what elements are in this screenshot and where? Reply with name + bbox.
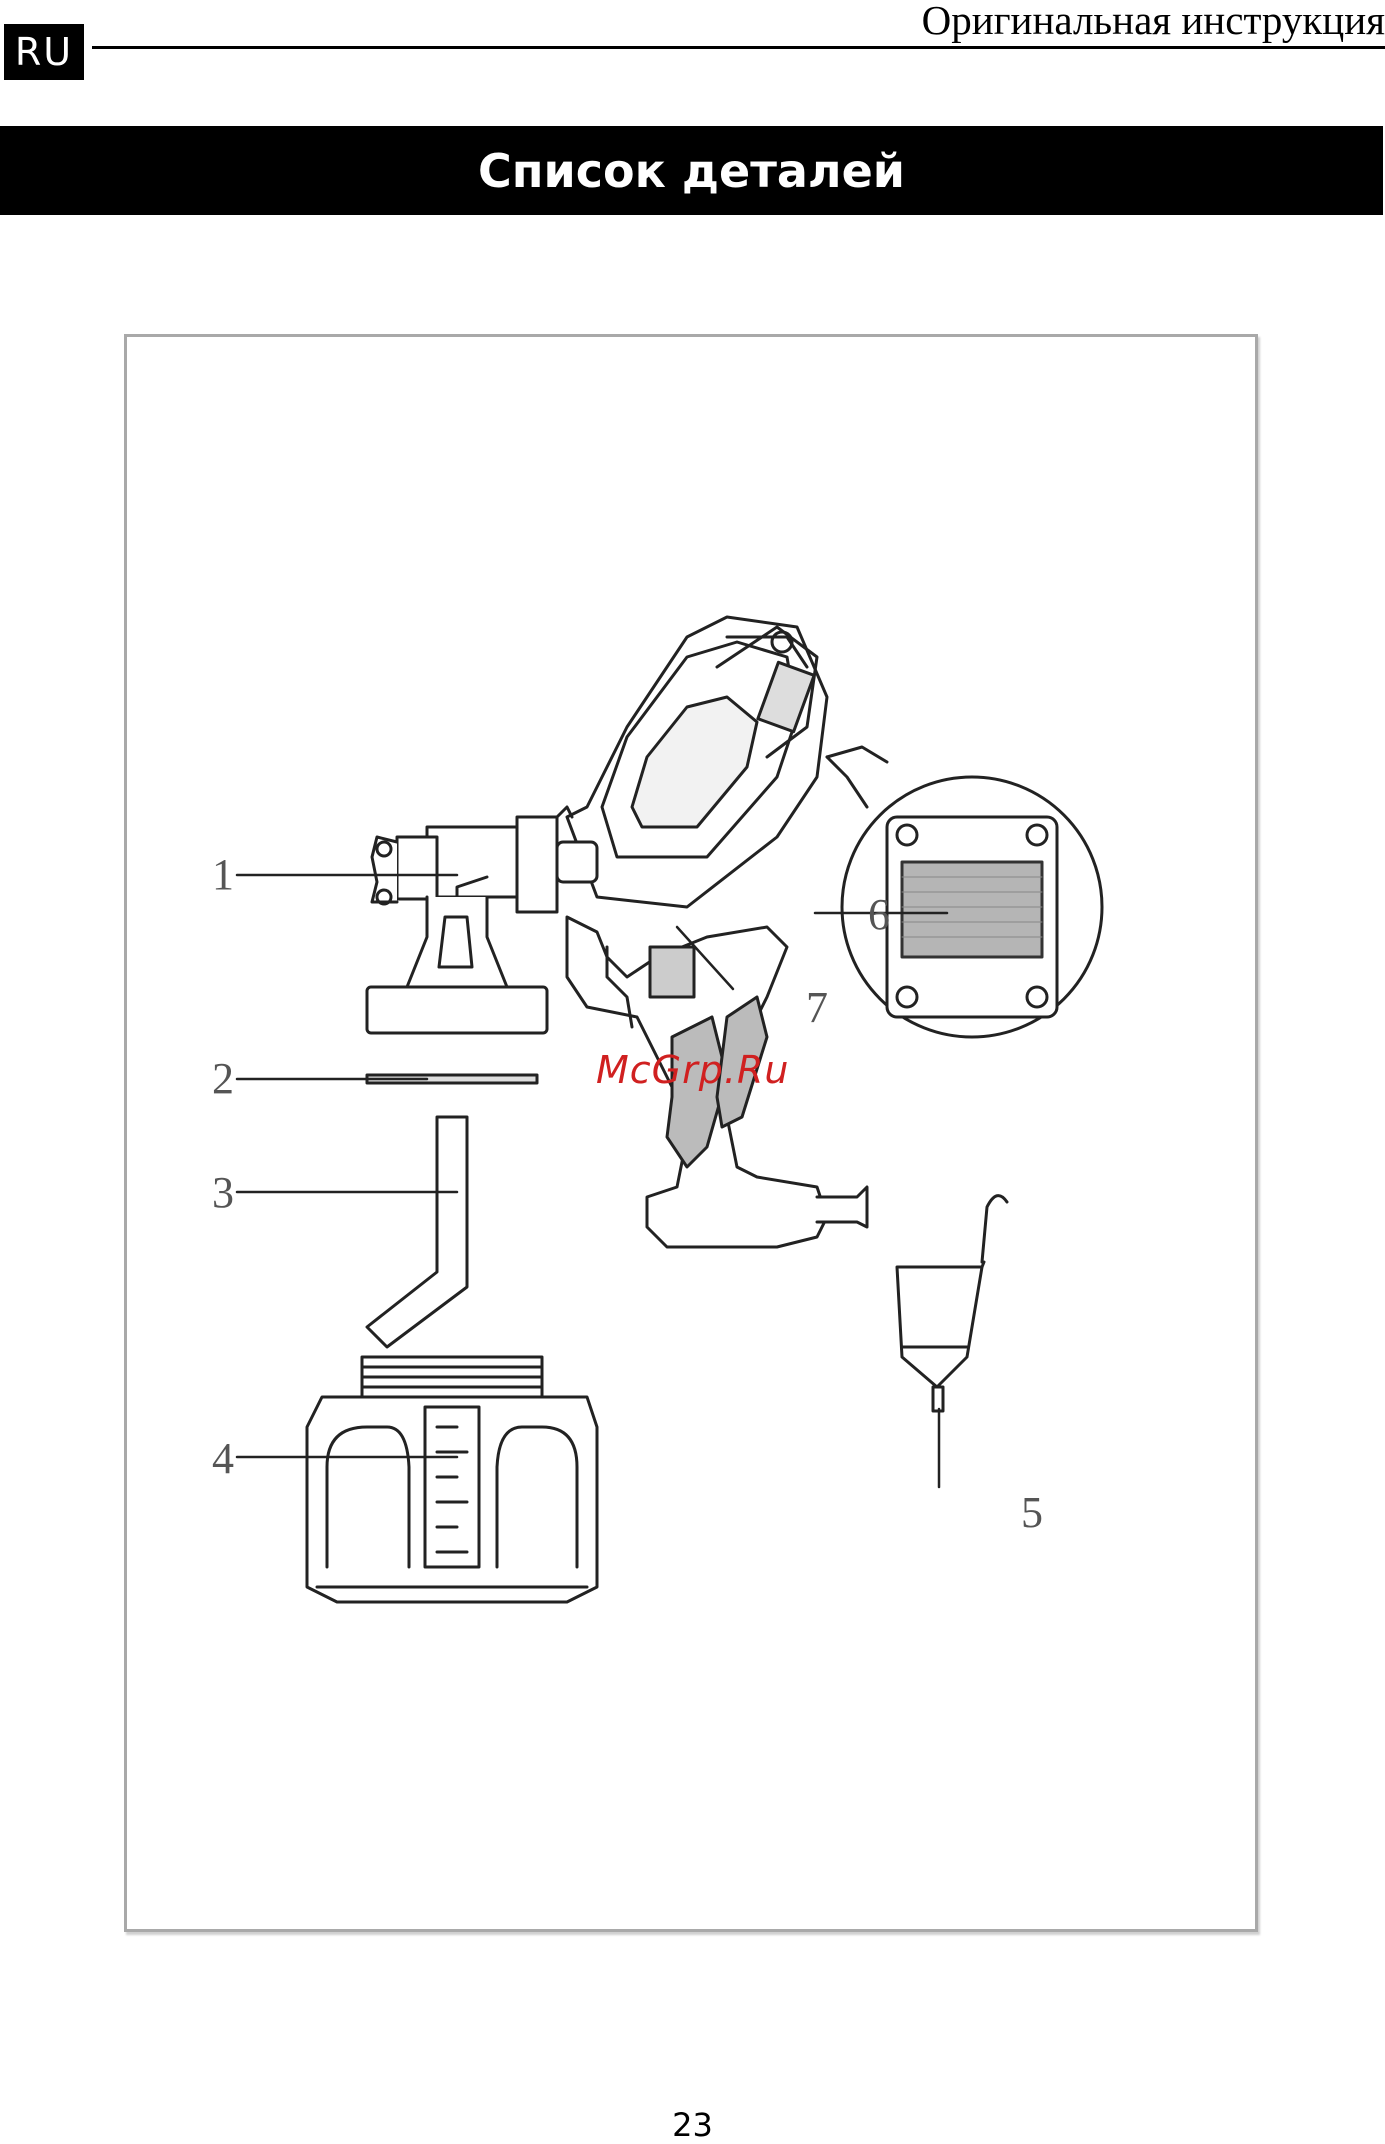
page-number: 23	[0, 2106, 1385, 2144]
callout-1: 1	[212, 850, 234, 899]
callout-3: 3	[212, 1168, 234, 1217]
header-rule	[92, 46, 1385, 49]
callout-2: 2	[212, 1054, 234, 1103]
paint-container-illustration	[307, 1357, 597, 1602]
parts-diagram-frame: 1 2 3 4 5 6 7	[124, 334, 1258, 1932]
parts-diagram: 1 2 3 4 5 6 7	[127, 337, 1255, 1929]
document-title: Оригинальная инструкция	[906, 0, 1385, 40]
section-heading: Список деталей	[0, 126, 1383, 215]
callout-6: 6	[868, 890, 890, 939]
suction-tube-illustration	[367, 1117, 467, 1347]
callout-5: 5	[1021, 1488, 1043, 1537]
callout-7: 7	[806, 983, 828, 1032]
strainer-cup-illustration	[897, 1196, 1007, 1411]
language-badge: RU	[4, 24, 84, 80]
callout-4: 4	[212, 1434, 234, 1483]
watermark: McGrp.Ru	[596, 1048, 789, 1092]
